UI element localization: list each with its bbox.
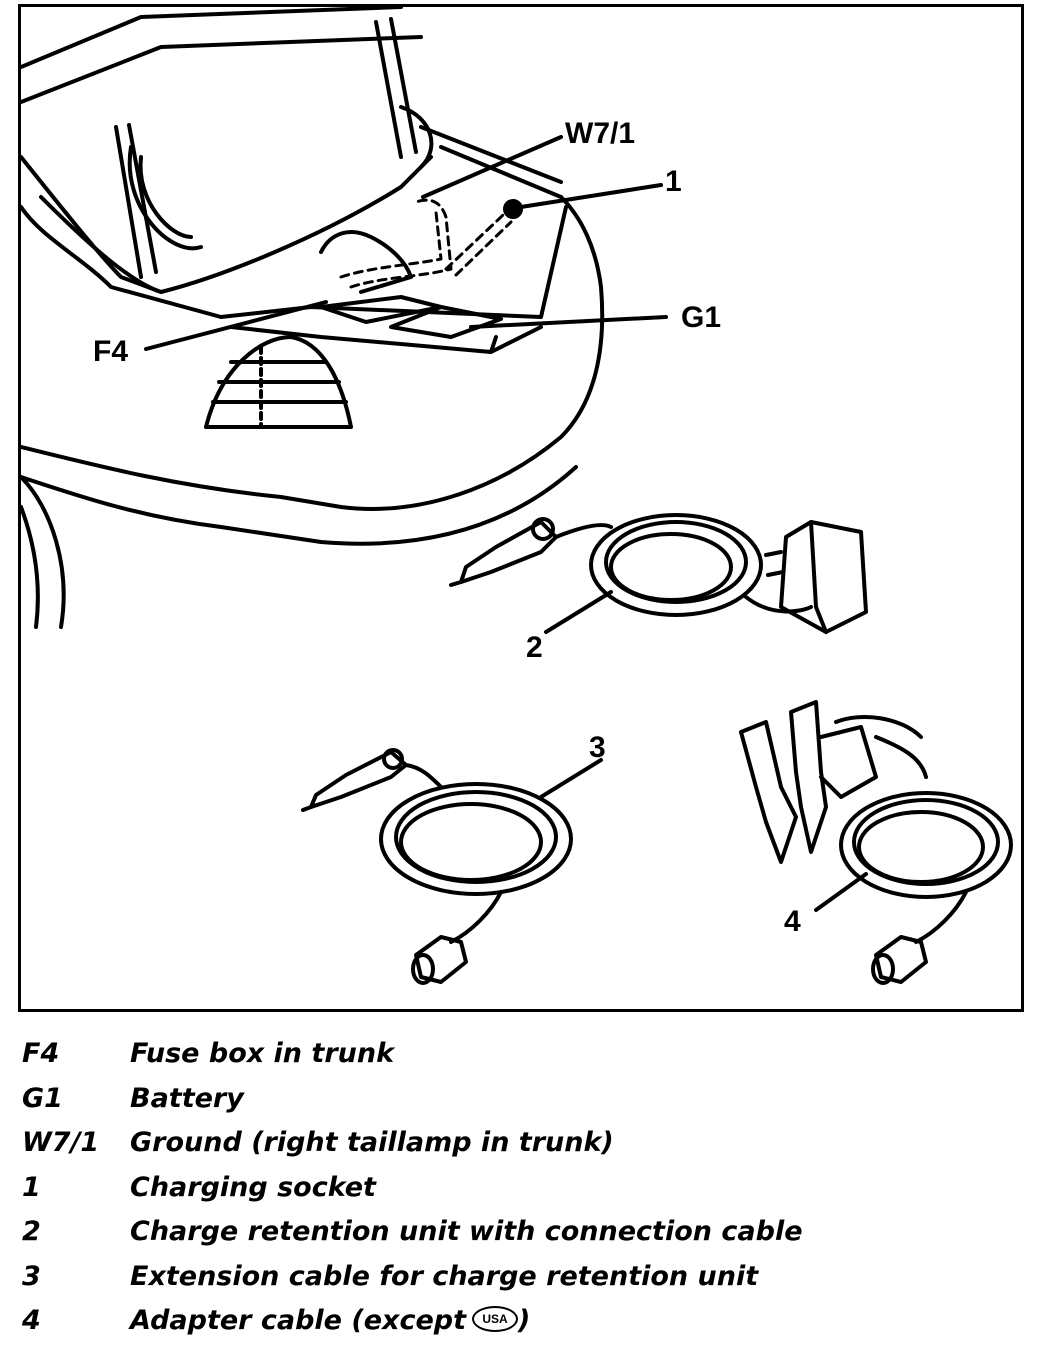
legend-description: Fuse box in trunk: [130, 1038, 395, 1069]
legend-code: 1: [22, 1171, 41, 1203]
diagram-frame: W7/1 1 G1 F4 2 3 4: [18, 4, 1024, 1012]
legend-code: 2: [22, 1216, 41, 1247]
legend-code: F4: [22, 1038, 60, 1069]
legend-description: Battery: [130, 1082, 244, 1114]
vehicle-diagram: [21, 7, 1013, 985]
legend-code: 4: [22, 1305, 41, 1336]
callout-4: 4: [784, 905, 801, 938]
legend-row-3: 3 Extension cable for charge retention u…: [22, 1257, 1032, 1302]
legend-description: Charging socket: [130, 1171, 376, 1203]
adapter-cable-illustration: [739, 700, 1013, 985]
legend-description: Ground (right taillamp in trunk): [130, 1127, 614, 1158]
callout-w7-1: W7/1: [565, 117, 636, 150]
legend-description: Adapter cable (except: [130, 1305, 467, 1336]
legend-description: Extension cable for charge retention uni…: [130, 1260, 759, 1292]
callout-3: 3: [589, 731, 606, 764]
legend-row-w7-1: W7/1 Ground (right taillamp in trunk): [22, 1123, 1032, 1168]
callout-g1: G1: [681, 301, 722, 334]
legend: F4 Fuse box in trunk G1 Battery W7/1 Gro…: [22, 1034, 1032, 1346]
legend-row-f4: F4 Fuse box in trunk: [22, 1034, 1032, 1079]
callout-1: 1: [665, 165, 682, 198]
callout-f4: F4: [93, 335, 129, 368]
callout-2: 2: [526, 631, 543, 664]
legend-code: 3: [22, 1260, 41, 1292]
legend-code: G1: [22, 1082, 63, 1114]
car-body-illustration: [21, 7, 605, 629]
legend-description-suffix: ): [518, 1305, 531, 1336]
legend-row-2: 2 Charge retention unit with connection …: [22, 1212, 1032, 1257]
extension-cable-illustration: [301, 748, 573, 985]
legend-row-g1: G1 Battery: [22, 1079, 1032, 1124]
legend-description: Charge retention unit with connection ca…: [130, 1216, 803, 1247]
legend-code: W7/1: [22, 1127, 100, 1158]
legend-row-1: 1 Charging socket: [22, 1168, 1032, 1213]
usa-badge-icon: USA: [472, 1305, 519, 1332]
charge-retention-unit-illustration: [449, 513, 868, 634]
